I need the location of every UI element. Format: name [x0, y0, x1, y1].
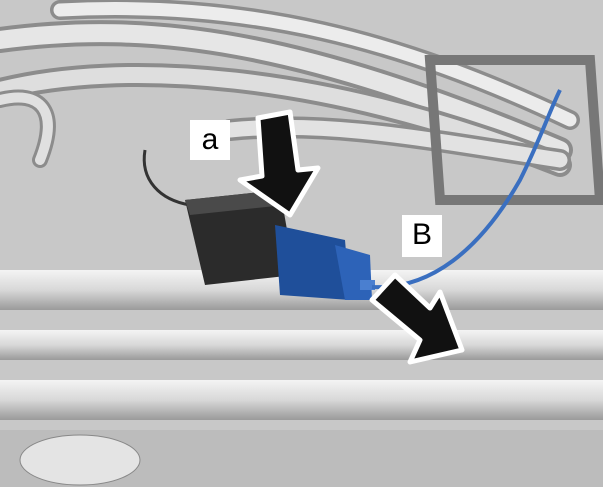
bracket: [424, 55, 603, 205]
blue-connector: [275, 225, 375, 300]
black-wire: [142, 149, 191, 207]
blue-wire: [371, 89, 562, 290]
callout-label-b: B: [402, 215, 442, 257]
arrow-down-icon: [237, 109, 321, 218]
lower-rails: [0, 270, 603, 487]
arrow-down-right-icon: [369, 272, 465, 365]
callout-label-a: a: [190, 120, 230, 160]
